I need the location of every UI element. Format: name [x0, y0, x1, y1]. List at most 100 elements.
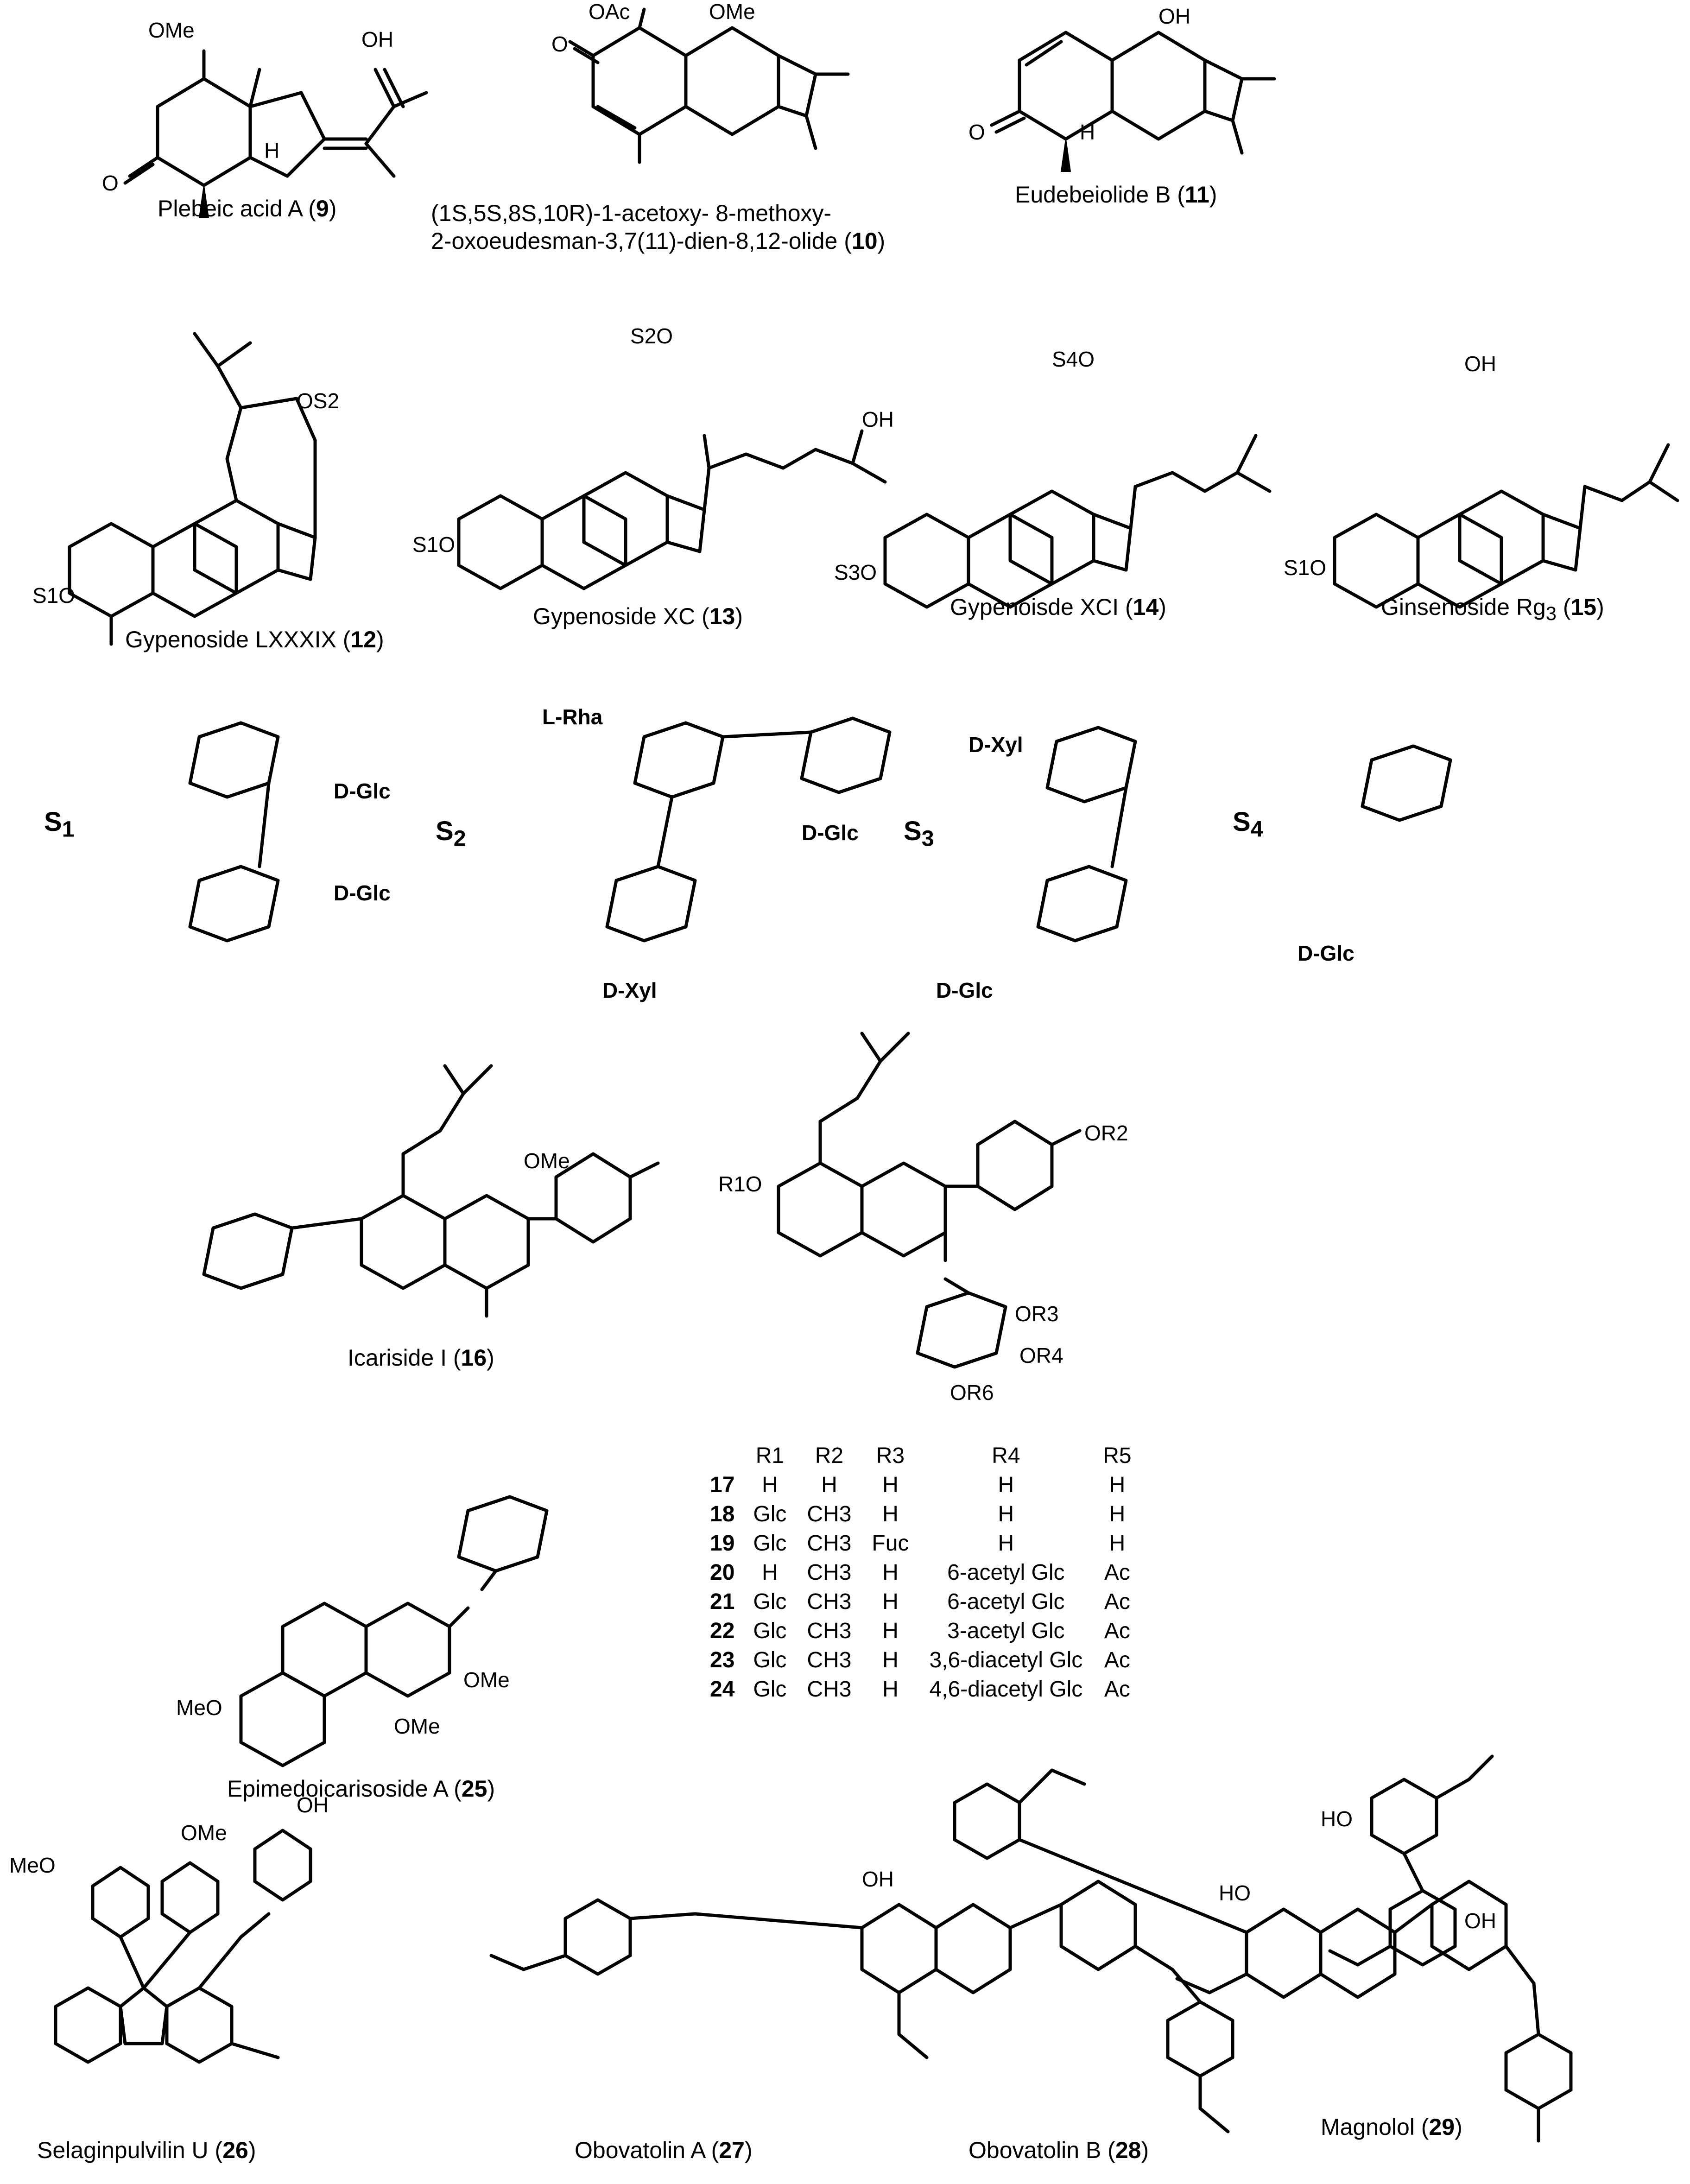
atom-ome-25b: OMe — [394, 1714, 440, 1738]
structure-12 — [68, 332, 317, 646]
label-s2: S2 — [436, 816, 466, 851]
table-cell: 6-acetyl Glc — [947, 1589, 1065, 1614]
atom-ome-26: OMe — [181, 1821, 227, 1845]
sugar-s3 — [1036, 726, 1137, 943]
atom-s2o-13: S2O — [630, 324, 673, 348]
table-cell: Ac — [1104, 1589, 1130, 1614]
table-cell: 3-acetyl Glc — [947, 1619, 1065, 1643]
structure-29 — [1328, 1754, 1494, 1967]
sugar-s1-a: D-Glc — [334, 779, 391, 803]
structure-17-24 — [777, 1032, 1082, 1369]
atom-h-11: H — [1080, 120, 1095, 144]
table-cell: H — [1109, 1531, 1126, 1556]
compound-number: 24 — [710, 1677, 735, 1702]
caption-12: Gypenoside LXXXIX (12) — [125, 627, 384, 652]
table-cell: Glc — [753, 1589, 787, 1614]
table-cell: CH3 — [807, 1648, 852, 1672]
atom-oh-9: OH — [361, 27, 393, 51]
table-cell: Ac — [1104, 1677, 1130, 1702]
caption-28: Obovatolin B (28) — [968, 2137, 1149, 2163]
table-cell: H — [882, 1502, 899, 1526]
atom-oh-15: OH — [1464, 352, 1496, 376]
compound-number: 21 — [710, 1589, 735, 1614]
table-cell: H — [998, 1502, 1014, 1526]
atom-or4: OR4 — [1019, 1343, 1063, 1367]
atom-oh-27: OH — [862, 1867, 894, 1891]
structure-27 — [489, 1880, 1234, 2133]
caption-16: Icariside I (16) — [348, 1345, 494, 1371]
table-cell: CH3 — [807, 1677, 852, 1702]
atom-s3o-14: S3O — [834, 560, 877, 584]
compound-number: 17 — [710, 1473, 735, 1497]
atom-o-9: O — [102, 171, 119, 195]
table-cell: H — [882, 1677, 899, 1702]
atom-ome-16: OMe — [524, 1149, 570, 1173]
label-s4: S4 — [1233, 807, 1263, 842]
caption-10-line2: 2-oxoeudesman-3,7(11)-dien-8,12-olide (1… — [431, 228, 886, 254]
caption-11: Eudebeiolide B (11) — [1015, 182, 1217, 208]
label-s1: S1 — [44, 807, 75, 842]
atom-s1o-12: S1O — [32, 583, 76, 608]
structure-28 — [953, 1768, 1573, 2143]
table-cell: H — [1109, 1502, 1126, 1526]
structure-14 — [883, 434, 1272, 609]
sugar-s2 — [605, 716, 892, 943]
atom-os2-12: OS2 — [297, 389, 340, 413]
compound-number: 18 — [710, 1502, 735, 1526]
table-cell: H — [762, 1473, 778, 1497]
atom-or6: OR6 — [950, 1380, 994, 1405]
structure-9 — [123, 49, 428, 218]
table-cell: H — [998, 1531, 1014, 1556]
atom-oac-10: OAc — [589, 0, 630, 24]
structure-25 — [239, 1495, 549, 1767]
compound-number: 19 — [710, 1531, 735, 1556]
caption-9: Plebeic acid A (9) — [158, 196, 337, 222]
caption-10-line1: (1S,5S,8S,10R)-1-acetoxy- 8-methoxy- — [431, 200, 832, 226]
caption-15: Ginsenoside Rg3 (15) — [1381, 594, 1604, 624]
sugar-s1 — [188, 721, 280, 943]
table-cell: CH3 — [807, 1619, 852, 1643]
sugar-s2-a: L-Rha — [542, 705, 603, 729]
atom-o-10: O — [551, 32, 568, 56]
table-cell: H — [821, 1473, 837, 1497]
table-header-cell: R4 — [992, 1443, 1020, 1468]
atom-oh-13: OH — [862, 407, 894, 431]
table-cell: Glc — [753, 1648, 787, 1672]
table-header-row: R1 R2 R3 R4 R5 — [700, 1441, 1142, 1470]
table-cell: H — [882, 1589, 899, 1614]
sugar-s2-c: D-Xyl — [602, 978, 657, 1002]
atom-oh-11: OH — [1158, 4, 1190, 28]
sugar-s3-b: D-Glc — [936, 978, 993, 1002]
table-cell: 3,6-diacetyl Glc — [929, 1648, 1083, 1672]
sugar-s4 — [1361, 744, 1452, 822]
table-cell: Fuc — [872, 1531, 909, 1556]
atom-ome-25a: OMe — [463, 1668, 510, 1692]
table-cell: CH3 — [807, 1560, 852, 1585]
sugar-s4-a: D-Glc — [1298, 941, 1355, 965]
compound-number: 20 — [710, 1560, 735, 1585]
structure-16 — [202, 1064, 660, 1318]
atom-ome-9: OMe — [148, 18, 195, 42]
structure-10 — [568, 7, 850, 164]
compound-number: 22 — [710, 1619, 735, 1643]
atom-ho-29: HO — [1321, 1807, 1353, 1831]
structure-11 — [990, 31, 1276, 172]
structure-13 — [457, 429, 887, 590]
atom-h-9: H — [264, 139, 280, 163]
atom-oh-26: OH — [297, 1793, 329, 1817]
table-cell: Glc — [753, 1531, 787, 1556]
table-cell: H — [762, 1560, 778, 1585]
caption-25: Epimedoicarisoside A (25) — [227, 1776, 495, 1802]
table-cell: Glc — [753, 1502, 787, 1526]
structure-26 — [54, 1829, 312, 2064]
